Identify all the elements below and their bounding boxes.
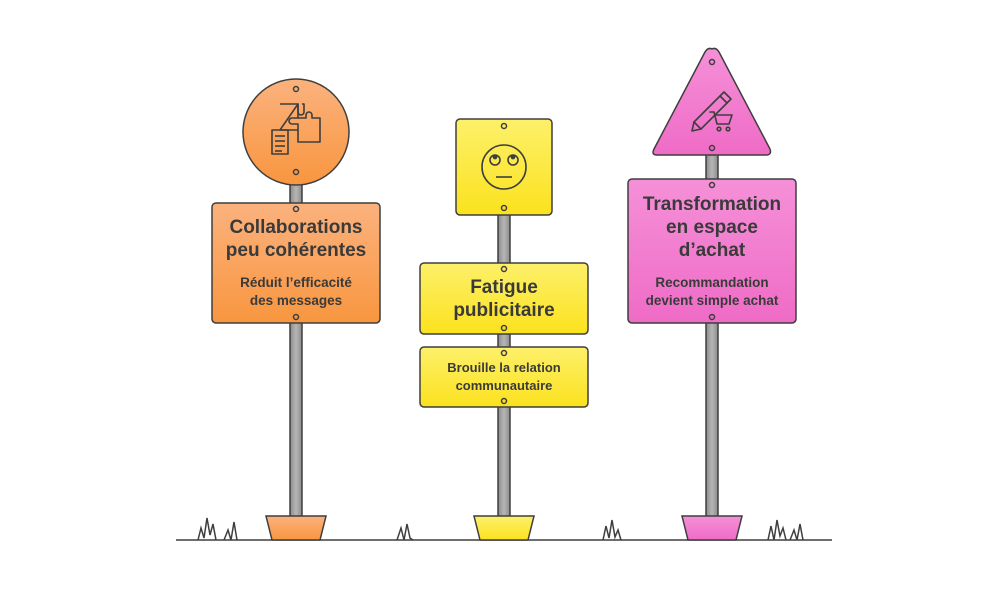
signpost-1 [211,78,381,541]
pole-base [473,515,535,541]
pencil-cart-icon [691,91,733,132]
grass-tuft [223,521,238,541]
grass-tuft [396,523,414,541]
grass-tuft [602,519,622,541]
grass-tuft [197,517,217,541]
pole-base [681,515,743,541]
eye-roll-face-icon [481,144,527,190]
pole-base [265,515,327,541]
square-sign [455,118,553,216]
signpost-2 [419,118,589,541]
signpost-3 [627,47,797,541]
main-sign [211,202,381,324]
main-sign [627,178,797,324]
puzzle-document-icon [271,103,321,155]
triangle-sign [652,47,772,156]
grass-tuft [767,519,787,541]
grass-tuft [789,523,804,541]
sub-sign [419,346,589,408]
round-sign [242,78,350,186]
main-sign [419,262,589,335]
